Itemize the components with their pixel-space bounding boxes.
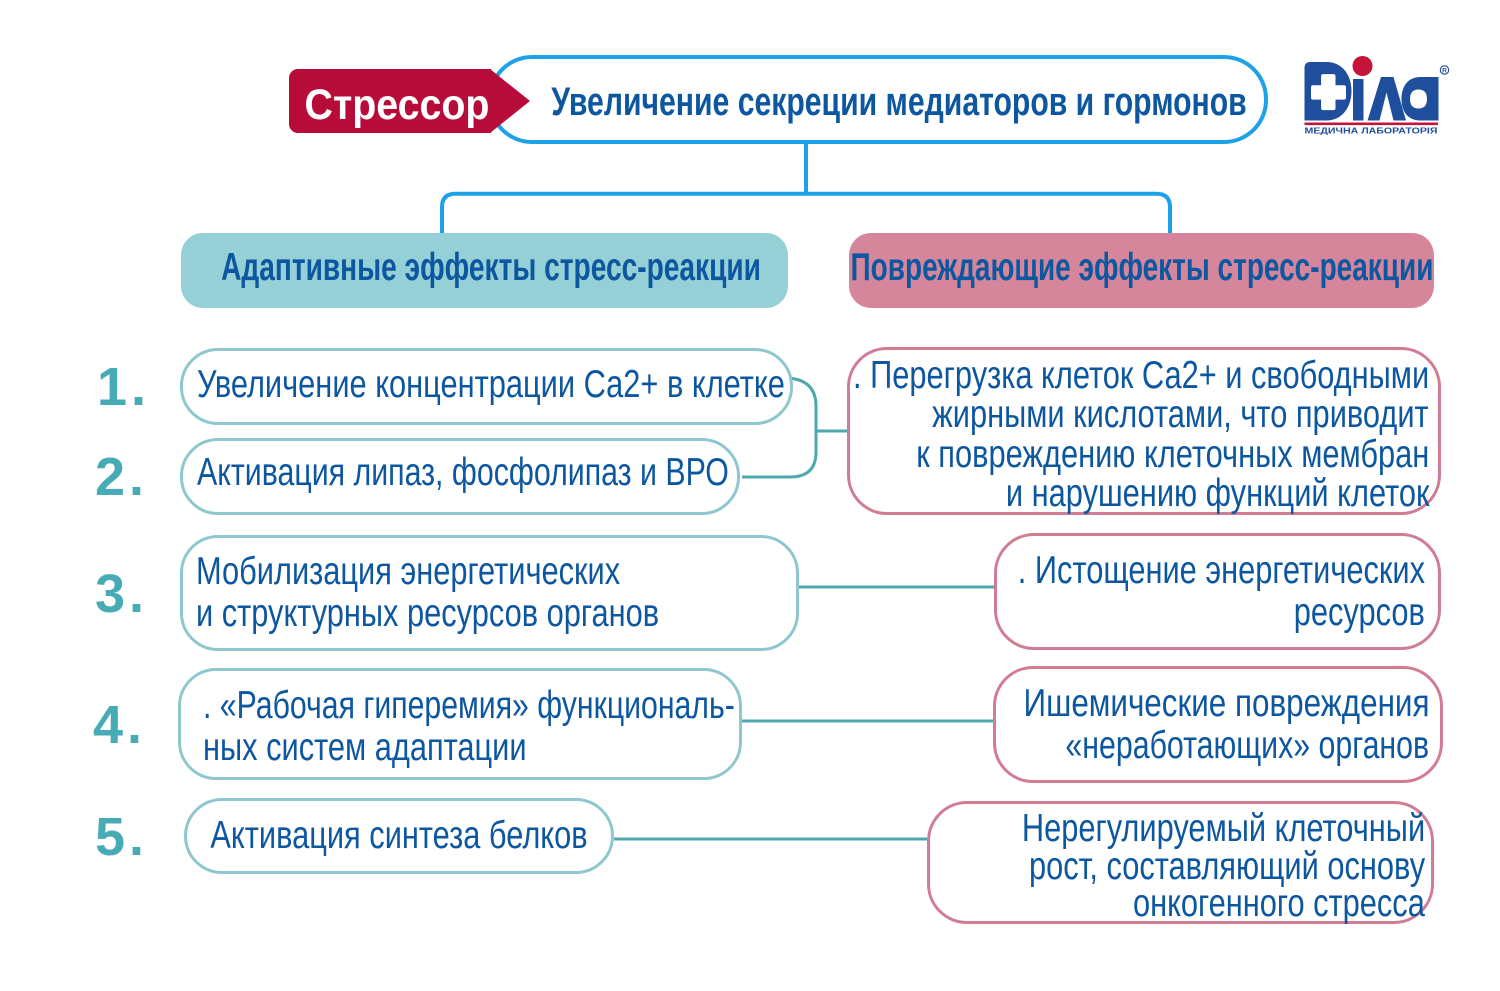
svg-text:МЕДИЧНА ЛАБОРАТОРІЯ: МЕДИЧНА ЛАБОРАТОРІЯ xyxy=(1305,127,1439,136)
svg-text:R: R xyxy=(1442,67,1447,74)
